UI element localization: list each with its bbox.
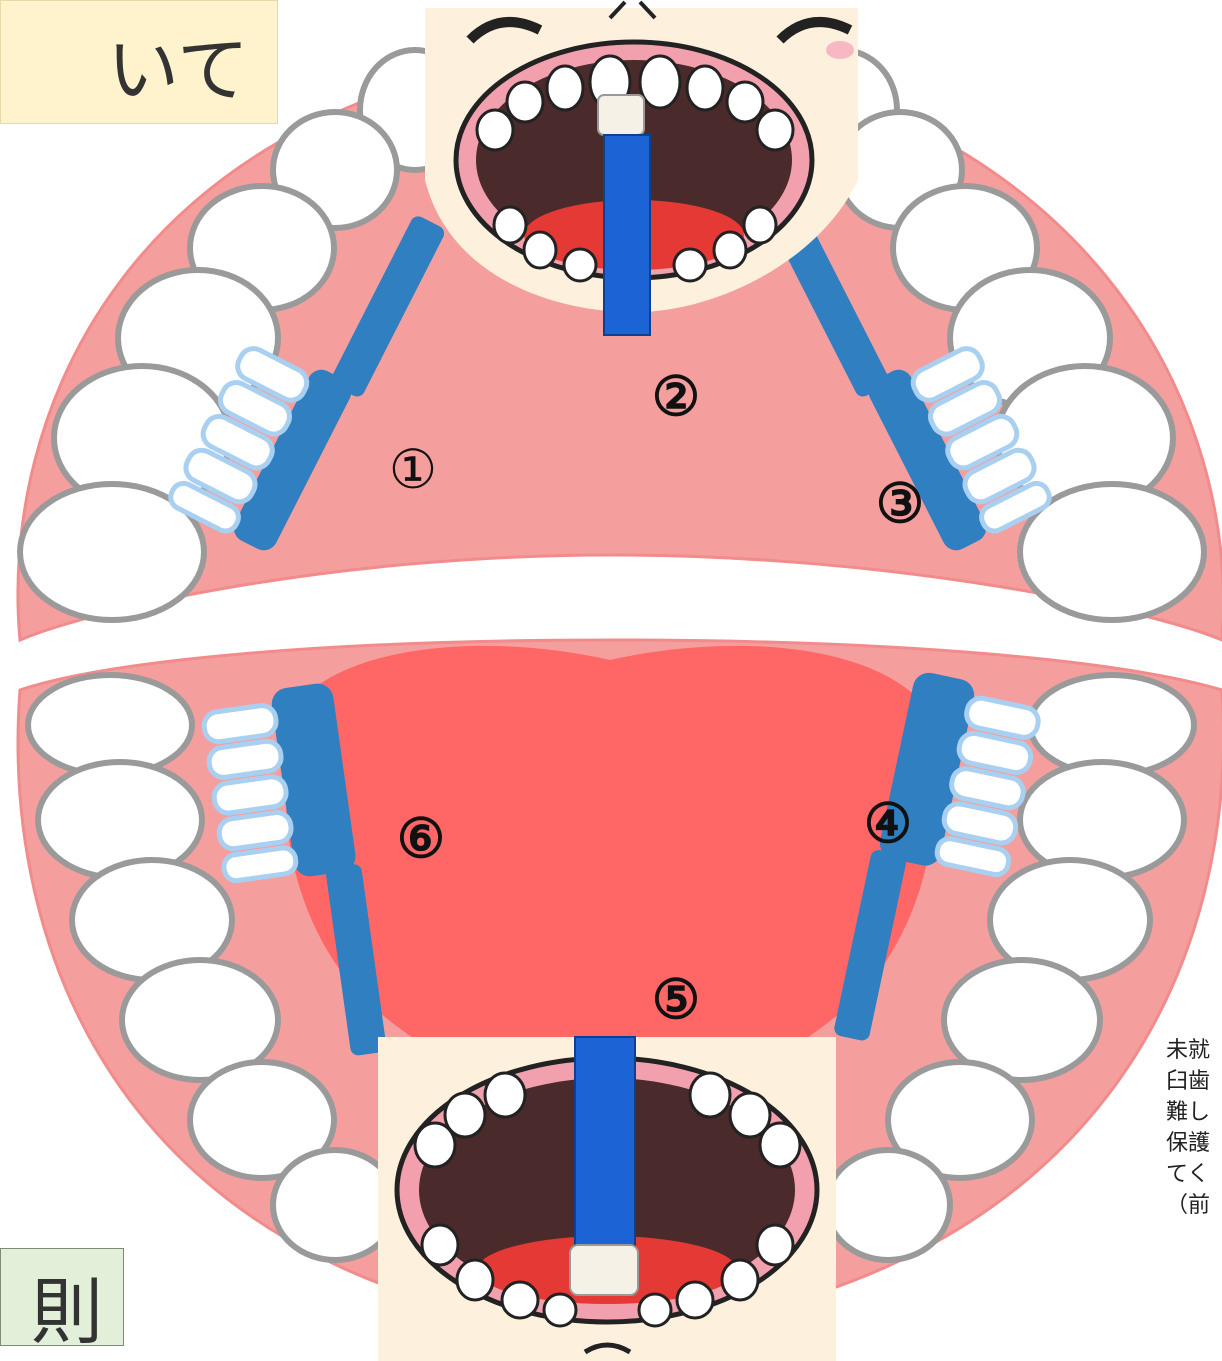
step-label-6: ⑥ (397, 806, 445, 870)
side-note: 未就 臼歯 難し 保護 てく （前 (1166, 1035, 1222, 1221)
note-line: てく (1166, 1159, 1222, 1190)
inset-lower-front (378, 1037, 836, 1361)
title-top-text: いて (107, 11, 249, 116)
step-label-3: ③ (876, 471, 924, 535)
note-line: （前 (1166, 1190, 1222, 1221)
note-line: 臼歯 (1166, 1066, 1222, 1097)
note-line: 保護 (1166, 1128, 1222, 1159)
step-label-5: ⑤ (652, 967, 700, 1031)
step-label-2: ② (652, 364, 700, 428)
title-box-bottom: 則 (0, 1248, 124, 1346)
title-box-top: いて (0, 0, 278, 124)
note-line: 未就 (1166, 1035, 1222, 1066)
note-line: 難し (1166, 1097, 1222, 1128)
step-label-1: ① (389, 438, 437, 501)
step-label-4: ④ (864, 791, 912, 855)
title-bottom-text: 則 (31, 1253, 103, 1358)
